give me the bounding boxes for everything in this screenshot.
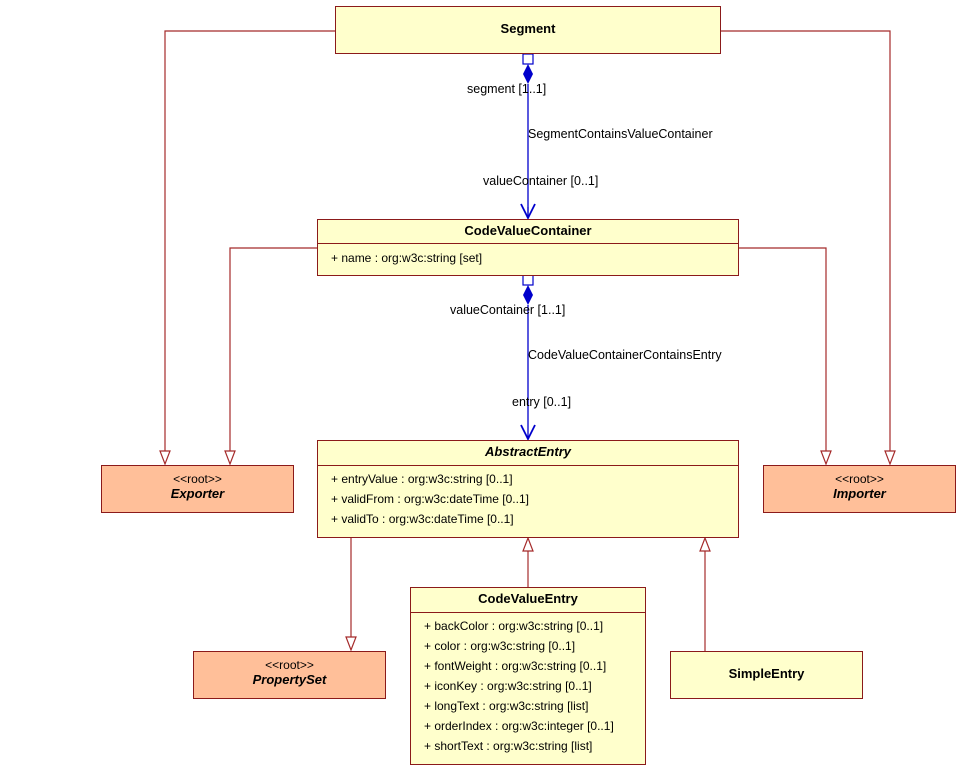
class-segment[interactable]: Segment (335, 6, 721, 54)
attribute-row: + name : org:w3c:string [set] (331, 251, 483, 265)
class-name: AbstractEntry (485, 444, 571, 459)
attribute-row: + orderIndex : org:w3c:integer [0..1] (424, 719, 614, 733)
association-source-role: valueContainer [1..1] (450, 303, 566, 317)
generalization-arrowhead (522, 536, 534, 552)
association-name: SegmentContainsValueContainer (528, 127, 713, 141)
class-name: CodeValueContainer (464, 223, 592, 238)
attribute-row: + shortText : org:w3c:string [list] (424, 739, 593, 753)
attribute-row: + validTo : org:w3c:dateTime [0..1] (331, 512, 514, 526)
attributes-compartment: + backColor : org:w3c:string [0..1] + co… (411, 612, 645, 756)
attribute-row: + backColor : org:w3c:string [0..1] (424, 619, 604, 633)
association-target-role: valueContainer [0..1] (483, 174, 599, 188)
composition-diamond (523, 285, 533, 305)
generalization-arrowhead (699, 536, 711, 552)
association-arrowhead (520, 203, 536, 221)
root-class-importer[interactable]: <<root>> Importer (763, 465, 956, 513)
stereotype-label: <<root>> (173, 472, 222, 486)
attribute-row: + entryValue : org:w3c:string [0..1] (331, 472, 513, 486)
generalization-segment-exporter (164, 30, 335, 452)
generalization-container-importer (739, 247, 827, 452)
class-code-value-entry[interactable]: CodeValueEntry + backColor : org:w3c:str… (410, 587, 646, 765)
attribute-row: + longText : org:w3c:string [list] (424, 699, 589, 713)
attribute-row: + color : org:w3c:string [0..1] (424, 639, 576, 653)
class-simple-entry[interactable]: SimpleEntry (670, 651, 863, 699)
association-end-port (522, 274, 534, 286)
class-name: Segment (500, 21, 556, 36)
association-target-role: entry [0..1] (512, 395, 572, 409)
generalization-arrowhead (820, 450, 832, 466)
association-source-role: segment [1..1] (467, 82, 547, 96)
association-arrowhead (520, 424, 536, 442)
class-code-value-container[interactable]: CodeValueContainer + name : org:w3c:stri… (317, 219, 739, 276)
generalization-arrowhead (884, 450, 896, 466)
attribute-row: + iconKey : org:w3c:string [0..1] (424, 679, 592, 693)
association-name: CodeValueContainerContainsEntry (528, 348, 722, 362)
class-name: CodeValueEntry (478, 591, 578, 606)
class-name: PropertySet (252, 672, 327, 687)
root-class-property-set[interactable]: <<root>> PropertySet (193, 651, 386, 699)
class-name: Exporter (170, 486, 225, 501)
generalization-segment-importer (721, 30, 891, 452)
generalization-arrowhead (159, 450, 171, 466)
class-name: Importer (833, 486, 886, 501)
attribute-row: + fontWeight : org:w3c:string [0..1] (424, 659, 607, 673)
attributes-compartment: + name : org:w3c:string [set] (318, 243, 738, 268)
association-end-port (522, 53, 534, 65)
generalization-arrowhead (224, 450, 236, 466)
root-class-exporter[interactable]: <<root>> Exporter (101, 465, 294, 513)
stereotype-label: <<root>> (265, 658, 314, 672)
attributes-compartment: + entryValue : org:w3c:string [0..1] + v… (318, 465, 738, 529)
generalization-arrowhead (345, 636, 357, 652)
generalization-container-exporter (229, 247, 318, 452)
composition-diamond (523, 64, 533, 84)
class-abstract-entry[interactable]: AbstractEntry + entryValue : org:w3c:str… (317, 440, 739, 538)
class-name: SimpleEntry (728, 666, 805, 681)
stereotype-label: <<root>> (835, 472, 884, 486)
attribute-row: + validFrom : org:w3c:dateTime [0..1] (331, 492, 529, 506)
